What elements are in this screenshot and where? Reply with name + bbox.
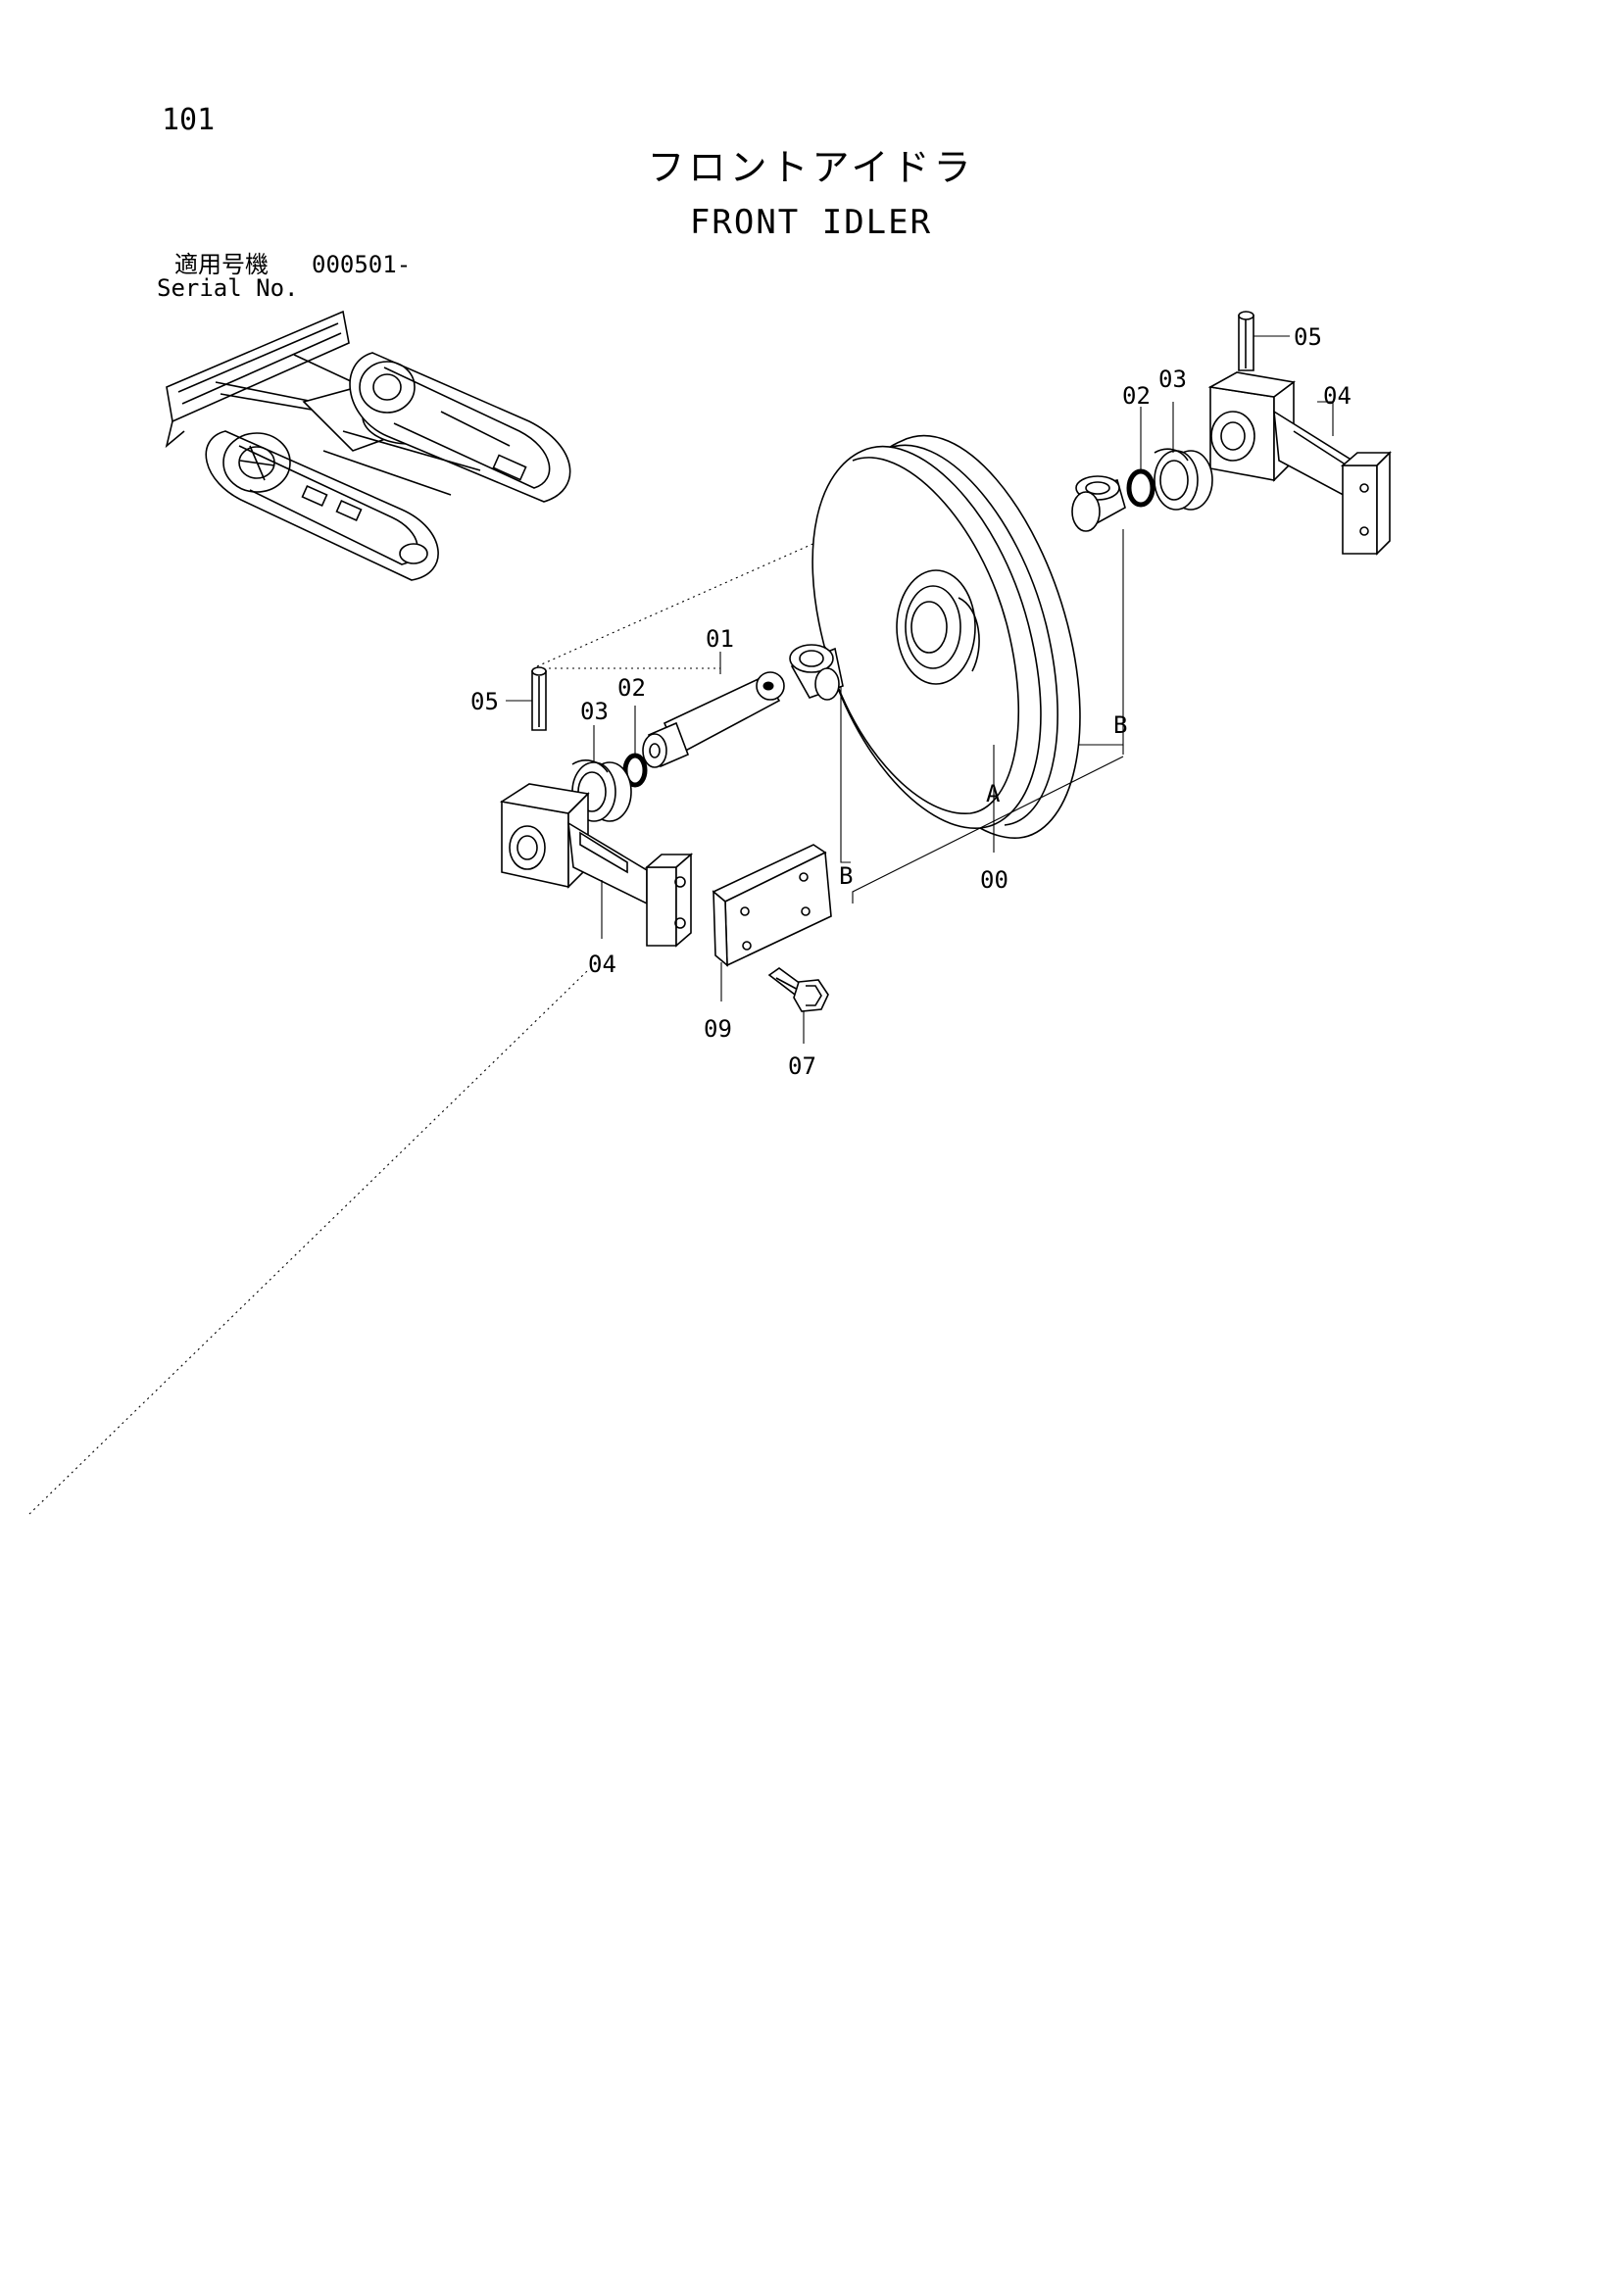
idler-shaft bbox=[642, 652, 785, 768]
callout-03-left: 03 bbox=[580, 698, 609, 725]
dotted-leader-lower bbox=[28, 969, 589, 1515]
guard-plate bbox=[712, 844, 832, 1001]
page-number: 101 bbox=[162, 103, 216, 137]
page-title-japanese: フロントアイドラ bbox=[647, 146, 975, 189]
callout-05-right: 05 bbox=[1294, 323, 1322, 351]
callout-04-left: 04 bbox=[588, 951, 616, 978]
callout-b-left: B bbox=[839, 862, 853, 890]
collar-right bbox=[1066, 475, 1126, 746]
floating-seal-left bbox=[571, 725, 632, 822]
bolt bbox=[767, 967, 829, 1044]
callout-02-left: 02 bbox=[617, 674, 646, 702]
idler-bracket-left bbox=[499, 783, 694, 948]
spring-pin-right bbox=[1238, 311, 1290, 371]
excavator-undercarriage-illustration bbox=[165, 310, 571, 581]
callout-00: 00 bbox=[980, 866, 1008, 894]
callout-02-right: 02 bbox=[1122, 382, 1151, 410]
callout-05-left: 05 bbox=[470, 688, 499, 715]
collar-left bbox=[789, 644, 851, 863]
callout-03-right: 03 bbox=[1158, 366, 1187, 393]
serial-label-japanese: 適用号機 bbox=[174, 251, 269, 278]
o-ring-left bbox=[622, 706, 648, 788]
callout-b-right: B bbox=[1113, 711, 1127, 739]
callout-09: 09 bbox=[704, 1015, 732, 1043]
idler-bracket-right bbox=[1207, 371, 1392, 556]
idler-wheel bbox=[811, 434, 1081, 853]
floating-seal-right bbox=[1154, 402, 1213, 511]
serial-label-english: Serial No. bbox=[157, 274, 299, 302]
dotted-leader-upper bbox=[536, 533, 836, 667]
callout-04-right: 04 bbox=[1323, 382, 1352, 410]
reference-line-assembly bbox=[852, 756, 1124, 904]
page-title-english: FRONT IDLER bbox=[689, 203, 933, 242]
spring-pin-left bbox=[506, 666, 547, 731]
callout-a: A bbox=[986, 780, 1001, 807]
callout-07: 07 bbox=[788, 1052, 816, 1080]
callout-01: 01 bbox=[706, 625, 734, 653]
o-ring-right bbox=[1126, 407, 1155, 508]
serial-number: 000501- bbox=[312, 251, 412, 278]
